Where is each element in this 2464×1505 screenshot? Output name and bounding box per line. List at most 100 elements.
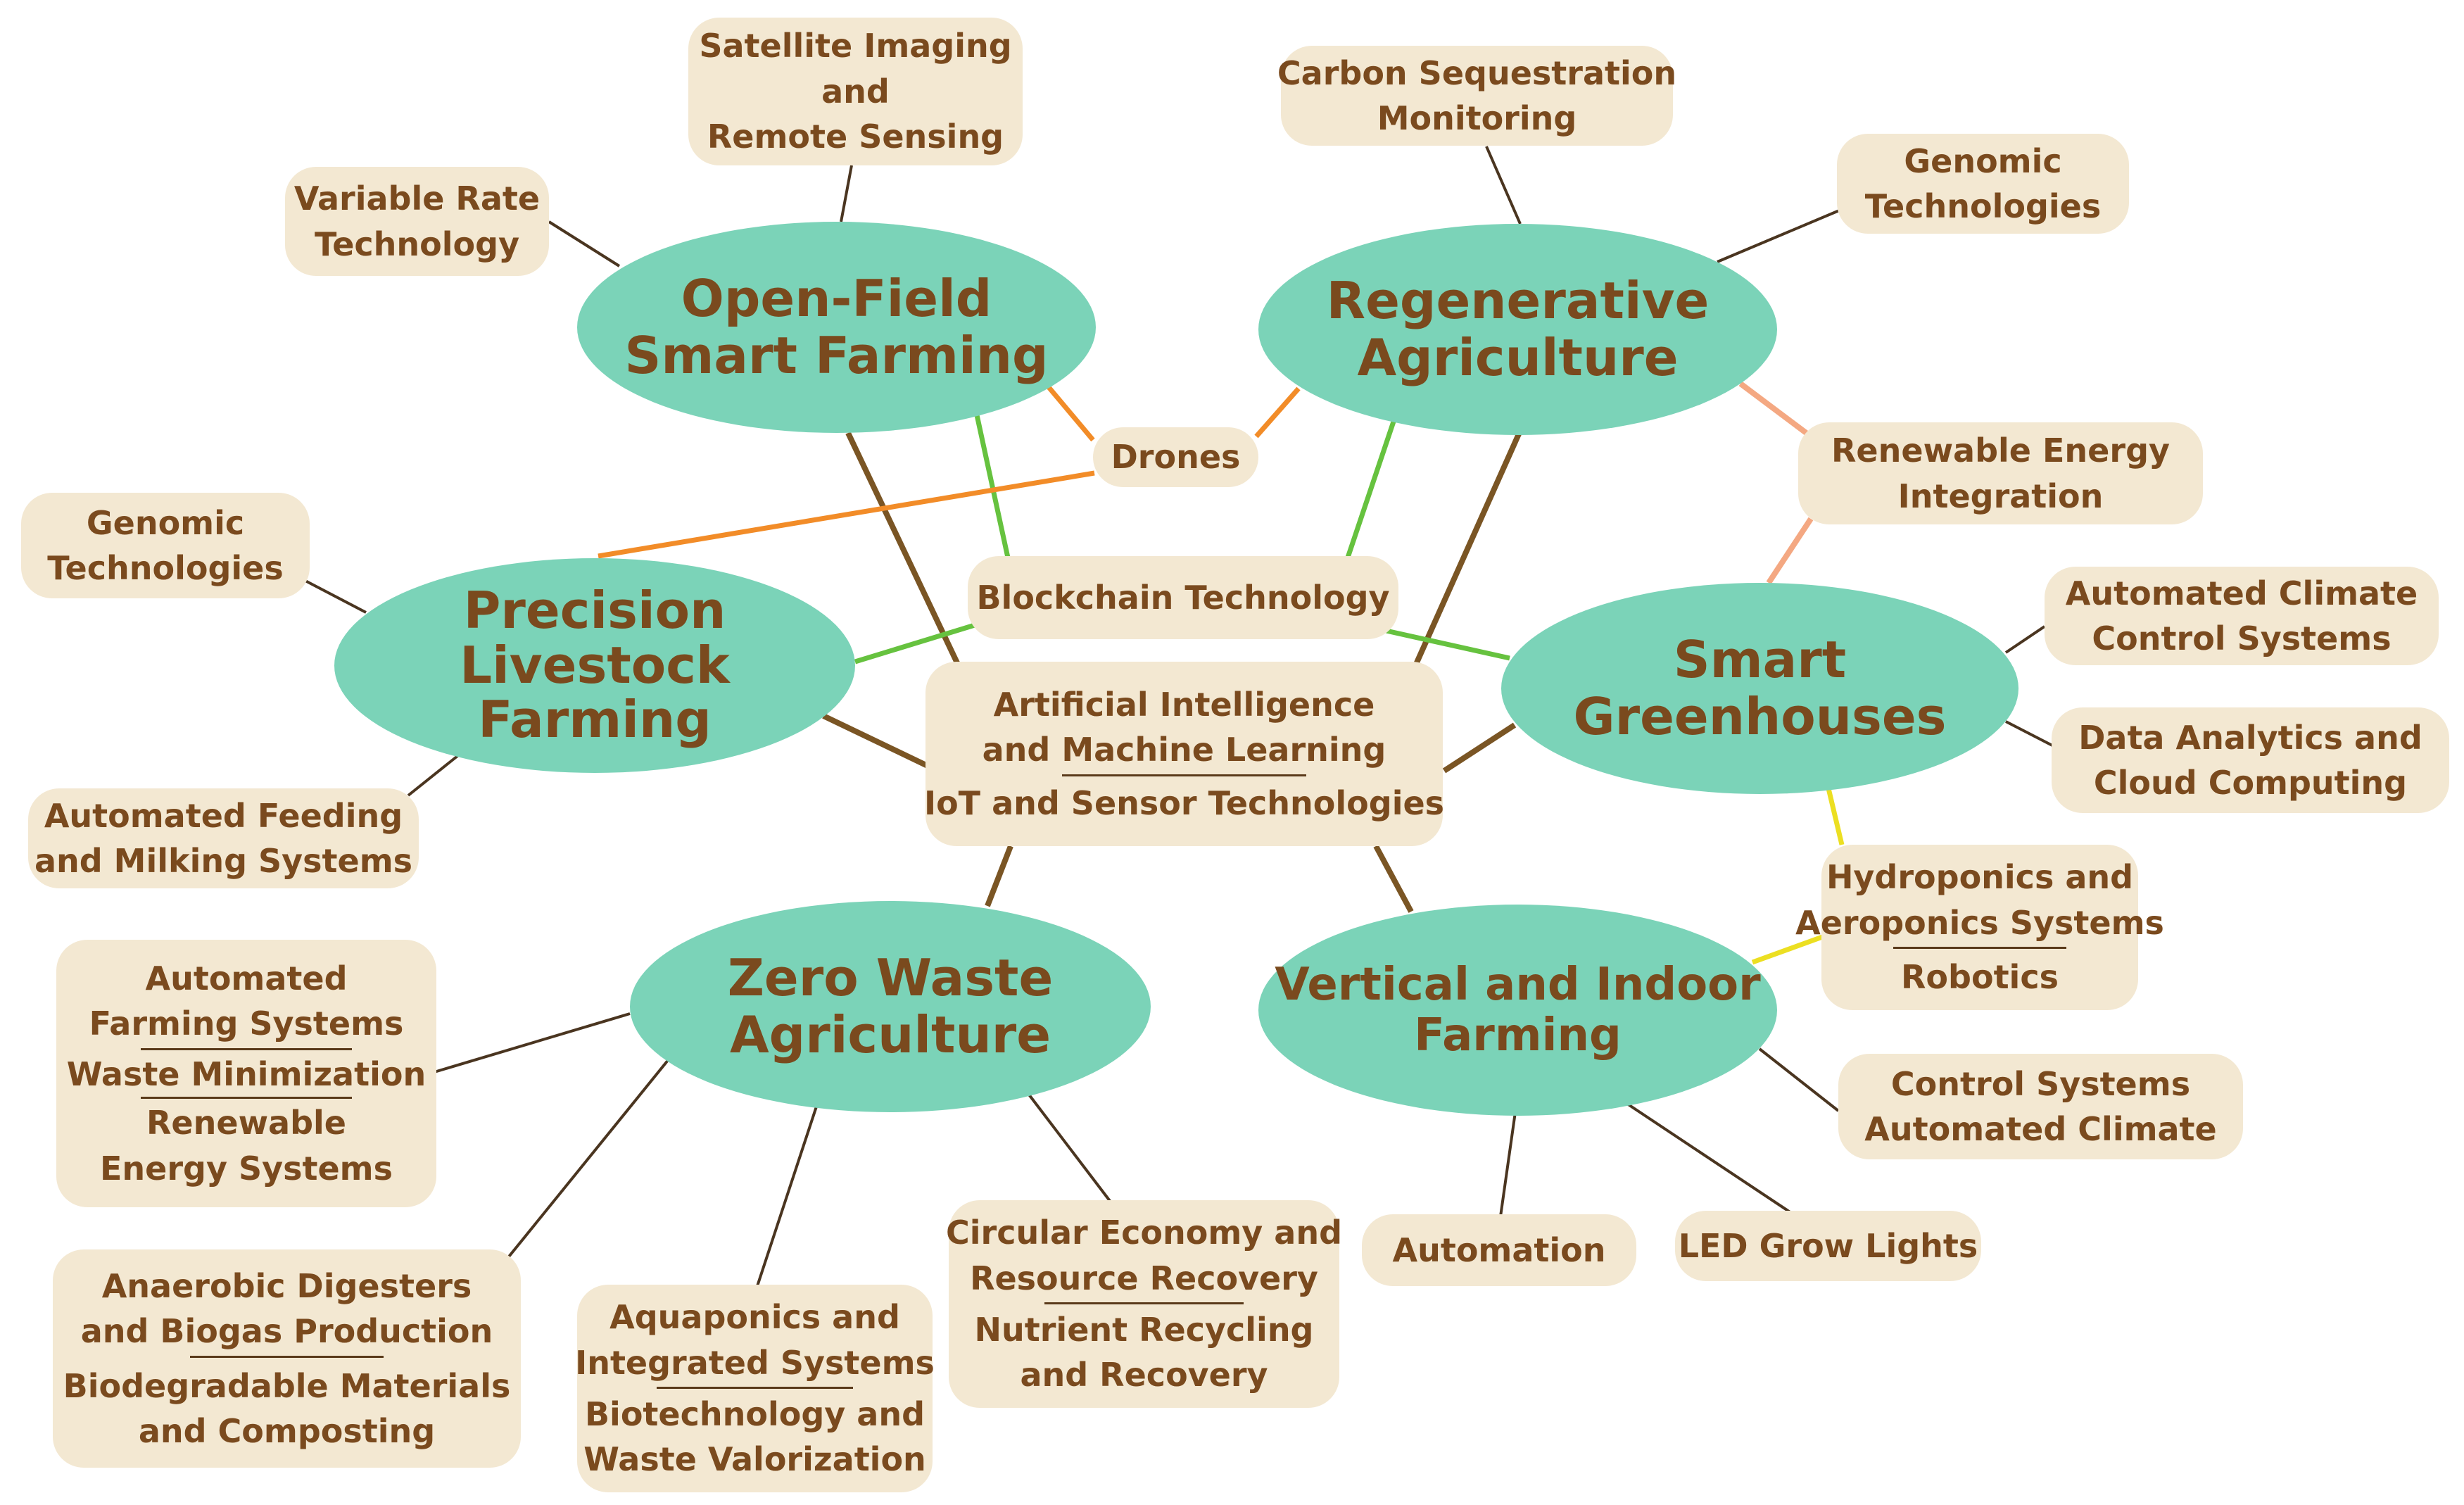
- tech-ai-iot: Artificial Intelligence and Machine Lear…: [923, 662, 1445, 846]
- leaf-data-analytics-cloud: Data Analytics and Cloud Computing: [2052, 707, 2449, 813]
- connector: [434, 1012, 631, 1073]
- connector: [1412, 429, 1523, 669]
- tech-label: Blockchain Technology: [976, 578, 1390, 617]
- connector: [1717, 208, 1843, 263]
- leaf-label: and: [821, 72, 890, 111]
- connector: [1442, 722, 1517, 774]
- hub-regenerative-agriculture: Regenerative Agriculture: [1258, 224, 1777, 435]
- leaf-label: Monitoring: [1377, 99, 1577, 137]
- leaf-automation: Automation: [1362, 1214, 1636, 1286]
- connector: [302, 578, 367, 614]
- hub-label: Smart: [1673, 629, 1847, 689]
- leaf-label: and Recovery: [1020, 1356, 1268, 1394]
- leaf-hydroponics-robotics: Hydroponics and Aeroponics Systems Robot…: [1795, 845, 2164, 1010]
- connector: [1047, 385, 1095, 442]
- hub-label: Farming: [1414, 1009, 1622, 1062]
- leaf-control-systems: Control Systems Automated Climate: [1838, 1054, 2243, 1159]
- hub-label: Livestock: [460, 635, 730, 695]
- tech-label: Artificial Intelligence: [993, 685, 1375, 724]
- leaf-renewable-energy-integration: Renewable Energy Integration: [1798, 422, 2203, 524]
- separator: [141, 1097, 352, 1100]
- connector: [1751, 933, 1826, 965]
- leaf-zero-waste-systems: Automated Farming Systems Waste Minimiza…: [56, 940, 436, 1207]
- leaf-label: Robotics: [1901, 958, 2059, 997]
- connector: [548, 220, 621, 267]
- connector: [1826, 788, 1845, 845]
- leaf-label: Technologies: [1864, 187, 2102, 225]
- leaf-label: Renewable Energy: [1831, 432, 2170, 470]
- leaf-label: Hydroponics and: [1826, 858, 2134, 897]
- hub-vertical-indoor-farming: Vertical and Indoor Farming: [1258, 905, 1777, 1116]
- connector: [2005, 720, 2054, 748]
- leaf-label: Technologies: [47, 549, 284, 587]
- tech-drones: Drones: [1093, 427, 1258, 487]
- leaf-label: Integrated Systems: [575, 1343, 935, 1382]
- connector: [1738, 381, 1813, 439]
- connector: [845, 432, 962, 669]
- leaf-label: and Milking Systems: [34, 842, 413, 880]
- leaf-label: Nutrient Recycling: [974, 1311, 1314, 1349]
- connector: [407, 752, 462, 797]
- hub-label: Zero Waste: [727, 947, 1054, 1007]
- leaf-label: Cloud Computing: [2093, 764, 2408, 802]
- connector: [973, 411, 1011, 558]
- leaf-genomic-technologies-right: Genomic Technologies: [1837, 134, 2129, 234]
- separator: [1044, 1302, 1244, 1304]
- leaf-label: Anaerobic Digesters: [101, 1266, 472, 1305]
- tech-label: IoT and Sensor Technologies: [923, 783, 1445, 822]
- connector: [840, 165, 853, 222]
- leaf-label: Aeroponics Systems: [1795, 903, 2164, 942]
- leaf-label: Data Analytics and: [2078, 718, 2422, 757]
- leaf-label: Genomic: [1904, 141, 2062, 180]
- leaf-label: LED Grow Lights: [1678, 1226, 1978, 1265]
- hub-smart-greenhouses: Smart Greenhouses: [1501, 583, 2018, 794]
- leaf-satellite-imaging: Satellite Imaging and Remote Sensing: [688, 18, 1023, 165]
- leaf-anaerobic-biodegradable: Anaerobic Digesters and Biogas Productio…: [53, 1249, 521, 1468]
- connector: [1499, 1112, 1517, 1217]
- connector: [822, 713, 929, 769]
- leaf-automated-feeding-milking: Automated Feeding and Milking Systems: [28, 788, 419, 888]
- leaf-label: Automated: [145, 959, 348, 998]
- connector: [1626, 1102, 1793, 1214]
- leaf-label: Energy Systems: [100, 1149, 393, 1188]
- leaf-label: Waste Valorization: [583, 1440, 926, 1479]
- hub-label: Farming: [478, 690, 712, 750]
- leaf-label: Automation: [1392, 1230, 1606, 1269]
- leaf-label: Biodegradable Materials: [63, 1366, 511, 1405]
- connector: [1766, 517, 1814, 585]
- hub-label: Open-Field: [681, 268, 992, 328]
- connector: [1254, 386, 1301, 439]
- hub-precision-livestock-farming: Precision Livestock Farming: [334, 558, 855, 773]
- separator: [1061, 774, 1307, 776]
- connector: [854, 622, 976, 665]
- leaf-carbon-sequestration: Carbon Sequestration Monitoring: [1277, 46, 1676, 146]
- leaf-label: Biotechnology and: [585, 1395, 925, 1433]
- leaf-label: Resource Recovery: [970, 1259, 1318, 1297]
- leaf-label: Waste Minimization: [66, 1054, 427, 1093]
- leaf-circular-nutrient: Circular Economy and Resource Recovery N…: [945, 1200, 1343, 1408]
- hub-label: Agriculture: [729, 1005, 1051, 1064]
- leaf-label: Remote Sensing: [707, 118, 1004, 156]
- connector: [1382, 627, 1510, 661]
- leaf-label: Genomic: [86, 503, 245, 542]
- separator: [190, 1355, 384, 1358]
- leaf-label: Aquaponics and: [609, 1298, 900, 1337]
- leaf-aquaponics-biotech: Aquaponics and Integrated Systems Biotec…: [575, 1285, 935, 1492]
- hub-zero-waste-agriculture: Zero Waste Agriculture: [630, 901, 1151, 1112]
- leaf-label: Automated Feeding: [44, 796, 403, 835]
- leaf-label: Satellite Imaging: [699, 27, 1012, 65]
- separator: [657, 1387, 853, 1389]
- hub-label: Vertical and Indoor: [1275, 958, 1761, 1011]
- leaf-label: and Composting: [138, 1411, 436, 1450]
- hub-label: Regenerative: [1326, 270, 1710, 330]
- leaf-variable-rate-technology: Variable Rate Technology: [285, 167, 549, 276]
- leaf-label: Technology: [314, 225, 520, 263]
- connector: [1758, 1047, 1840, 1112]
- connector: [598, 470, 1095, 559]
- leaf-label: Renewable: [146, 1104, 346, 1142]
- connector: [755, 1106, 818, 1289]
- hub-label: Agriculture: [1357, 328, 1679, 387]
- leaf-label: Variable Rate: [293, 180, 541, 218]
- leaf-label: Circular Economy and: [945, 1214, 1343, 1252]
